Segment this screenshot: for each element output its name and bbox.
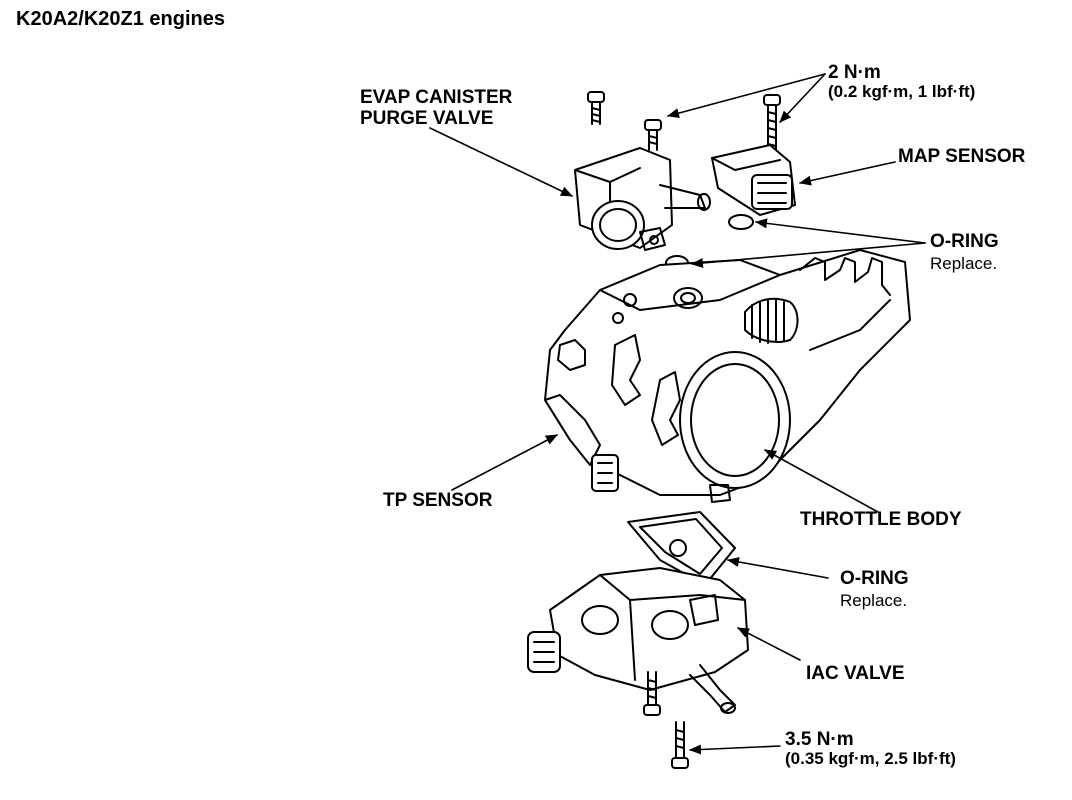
tp-sensor-label: TP SENSOR xyxy=(383,490,493,511)
iac-valve-part xyxy=(527,567,749,714)
o-ring-bottom-label: O-RING xyxy=(840,568,909,589)
gasket-o-ring-bottom xyxy=(627,511,736,586)
map-sensor-label: MAP SENSOR xyxy=(898,146,1026,167)
bolt-iac-right xyxy=(671,721,689,769)
bolt-map xyxy=(763,94,781,151)
o-ring-bottom-note: Replace. xyxy=(840,591,908,610)
tp-sensor-part xyxy=(544,394,619,492)
o-ring-top-label: O-RING xyxy=(930,231,999,252)
leader-lines xyxy=(429,73,926,755)
page-title: K20A2/K20Z1 engines xyxy=(16,8,225,30)
evap-canister-purge-valve-part xyxy=(574,147,711,251)
o-ring-top-note: Replace. xyxy=(930,254,998,273)
evap-label-line1: EVAP CANISTER xyxy=(360,87,513,108)
bolt-evap-right xyxy=(644,119,662,151)
iac-valve-label: IAC VALVE xyxy=(806,663,905,684)
bolt-evap-left xyxy=(587,91,605,125)
throttle-body-label: THROTTLE BODY xyxy=(800,509,962,530)
evap-label-line2: PURGE VALVE xyxy=(360,108,494,129)
torque-label-top: 2 N·m xyxy=(828,62,881,83)
o-ring-map xyxy=(728,214,754,230)
map-sensor-part xyxy=(711,144,796,216)
torque-label-bottom: 3.5 N·m xyxy=(785,729,854,750)
bolt-iac-left xyxy=(643,671,661,716)
torque-spec-bottom: (0.35 kgf·m, 2.5 lbf·ft) xyxy=(785,749,956,768)
torque-spec-top: (0.2 kgf·m, 1 lbf·ft) xyxy=(828,82,976,101)
